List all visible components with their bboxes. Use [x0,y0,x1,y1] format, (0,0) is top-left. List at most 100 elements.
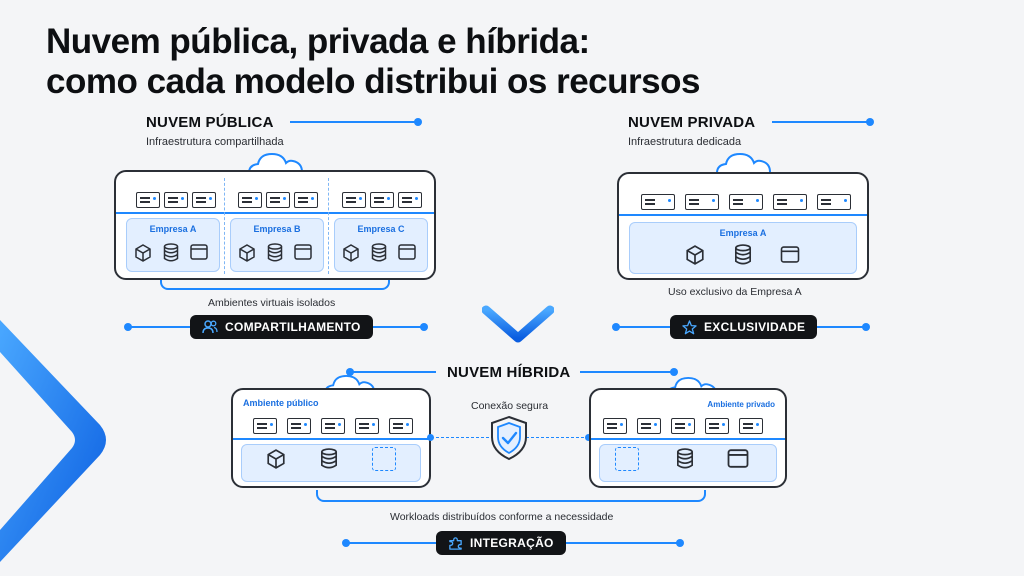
private-title-dot [866,118,874,126]
hybrid-public-panel: Ambiente público [231,388,431,488]
public-brace [160,280,390,290]
private-cloud-title: NUVEM PRIVADA [628,114,756,131]
server-rack [773,194,807,210]
decorative-chevron-shape [0,320,106,562]
server-rack [705,418,729,434]
title-line-1: Nuvem pública, privada e híbrida: [46,22,590,61]
hybrid-badge-dot-left [342,539,350,547]
network-divider [619,214,867,216]
private-cloud-subtitle: Infraestrutura dedicada [628,136,742,148]
exclusivity-badge: EXCLUSIVIDADE [670,315,818,339]
server-rack [389,418,413,434]
hybrid-cloud-title: NUVEM HÍBRIDA [447,364,571,381]
server-rack [817,194,851,210]
hybrid-caption: Workloads distribuídos conforme a necess… [390,511,614,523]
server-rack [671,418,695,434]
server-rack [398,192,422,208]
server-rack [637,418,661,434]
server-rack [253,418,277,434]
shield-check-icon [491,415,527,461]
window-icon [780,246,800,263]
exclusivity-badge-label: EXCLUSIVIDADE [704,320,806,334]
server-rack [685,194,719,210]
page-title: Nuvem pública, privada e híbrida: como c… [46,22,700,102]
secure-connection-label: Conexão segura [471,400,549,412]
private-caption: Uso exclusivo da Empresa A [668,286,802,298]
cube-icon [135,244,151,262]
public-cloud-subtitle: Infraestrutura compartilhada [146,136,284,148]
hybrid-badge-dot-right [676,539,684,547]
hybrid-title-dot-left [346,368,354,376]
network-divider [116,212,434,214]
server-rack [164,192,188,208]
connection-dot-right [585,434,592,441]
database-icon [676,448,694,469]
window-icon [398,244,416,260]
title-line-2: como cada modelo distribui os recursos [46,62,700,101]
sharing-badge-label: COMPARTILHAMENTO [225,320,361,334]
tenant-label: Empresa B [253,224,301,234]
private-title-line [772,121,870,123]
database-icon [163,243,179,262]
tenant-divider [328,178,329,274]
integration-badge-label: INTEGRAÇÃO [470,536,554,550]
hybrid-title-dot-right [670,368,678,376]
public-cloud-title: NUVEM PÚBLICA [146,114,274,131]
server-rack [192,192,216,208]
hybrid-brace [316,490,706,502]
server-rack [355,418,379,434]
private-cloud-panel: Empresa A [617,172,869,280]
server-rack [739,418,763,434]
hybrid-private-panel: Ambiente privado [589,388,787,488]
window-icon [190,244,208,260]
server-rack [342,192,366,208]
server-rack [238,192,262,208]
server-rack [321,418,345,434]
public-environment-label: Ambiente público [243,398,319,408]
hybrid-title-line-left [350,371,436,373]
database-icon [371,243,387,262]
hybrid-title-line-right [580,371,674,373]
server-rack [641,194,675,210]
integration-badge: INTEGRAÇÃO [436,531,566,555]
database-icon [267,243,283,262]
public-title-dot [414,118,422,126]
server-rack [294,192,318,208]
sharing-badge: COMPARTILHAMENTO [190,315,373,339]
window-icon [294,244,312,260]
public-badge-dot-left [124,323,132,331]
public-caption: Ambientes virtuais isolados [208,297,336,309]
users-icon [202,320,218,334]
cube-icon [239,244,255,262]
tenant-divider [224,178,225,274]
star-icon [682,319,697,334]
window-icon [727,449,749,468]
private-badge-dot-right [862,323,870,331]
private-environment-label: Ambiente privado [707,400,775,409]
private-badge-dot-left [612,323,620,331]
chevron-down-icon [482,305,554,343]
tenant-label: Empresa A [149,224,197,234]
server-rack [136,192,160,208]
tenant-label: Empresa C [357,224,405,234]
placeholder-workload-icon [615,447,639,471]
placeholder-workload-icon [372,447,396,471]
puzzle-icon [449,536,462,550]
server-rack [370,192,394,208]
network-divider [233,438,429,440]
server-rack [266,192,290,208]
cube-icon [343,244,359,262]
database-icon [320,448,338,469]
dedicated-zone: Empresa A [629,222,857,274]
server-rack [603,418,627,434]
public-badge-dot-right [420,323,428,331]
server-rack [729,194,763,210]
public-title-line [290,121,418,123]
connection-dot-left [427,434,434,441]
cube-icon [686,245,704,265]
network-divider [591,438,785,440]
database-icon [734,244,752,265]
tenant-label: Empresa A [719,228,767,238]
public-cloud-panel: Empresa A Empresa B Empresa C [114,170,436,280]
server-rack [287,418,311,434]
